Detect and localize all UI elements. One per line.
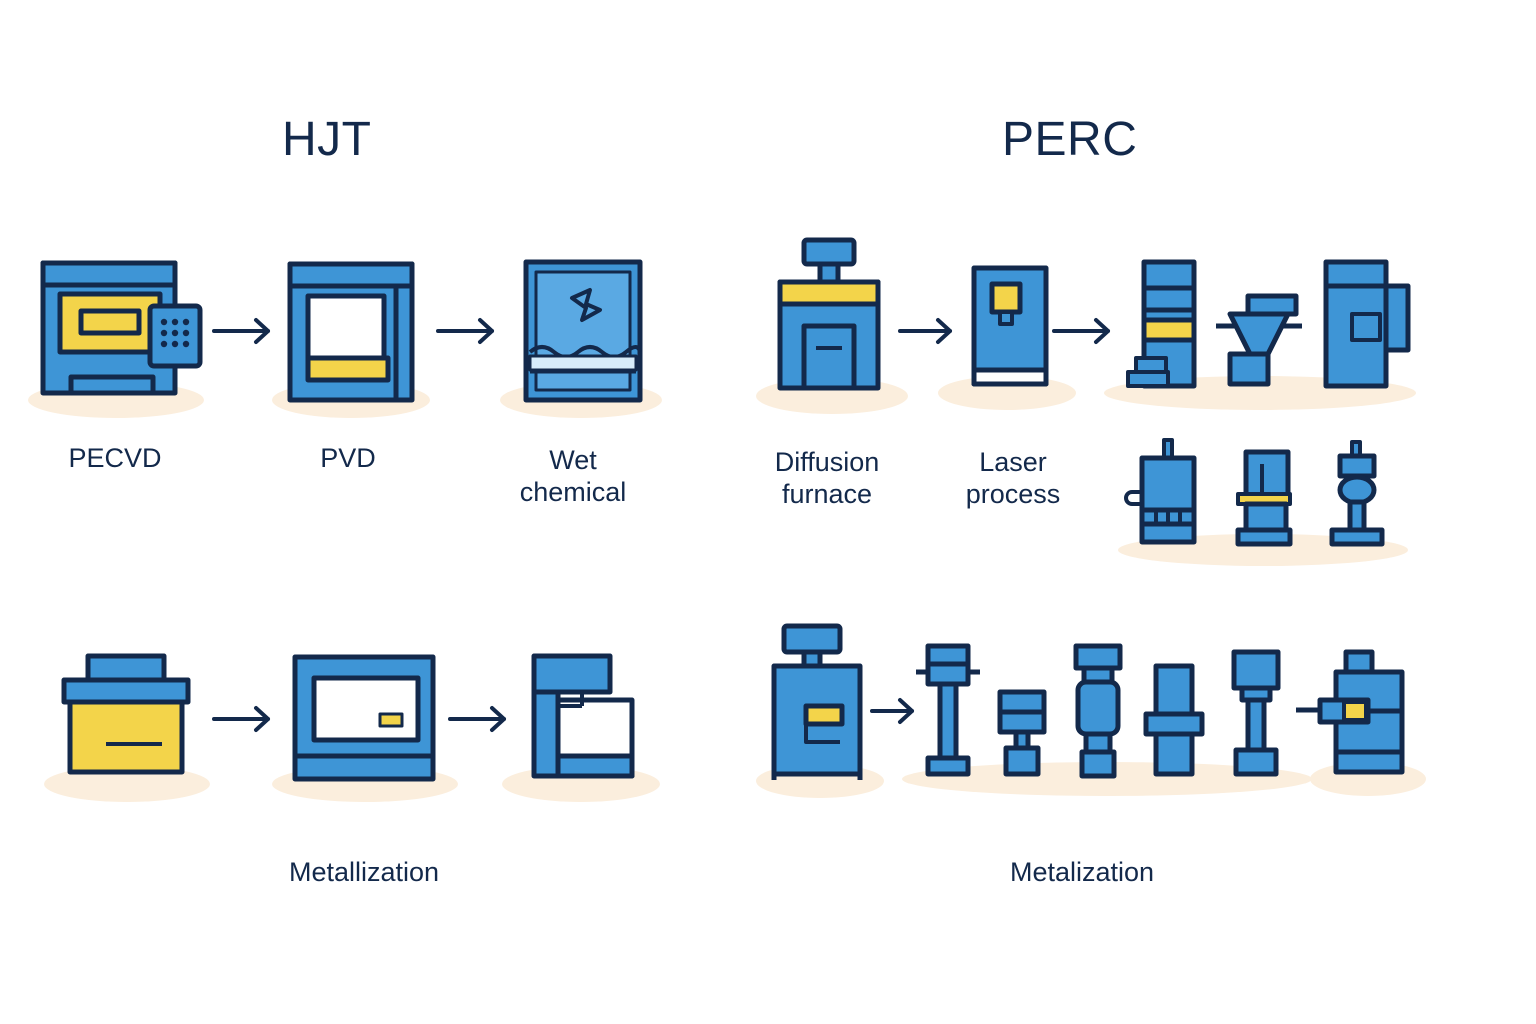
label-perc-metalization: Metalization — [1009, 857, 1155, 887]
label-laser-process: Laser process — [965, 447, 1061, 509]
right-arrow-icon — [436, 318, 494, 344]
tester-machine-icon — [1296, 649, 1405, 775]
curing-oven-icon — [531, 653, 635, 779]
right-arrow-icon — [212, 706, 270, 732]
label-diffusion-furnace: Diffusion furnace — [774, 447, 880, 509]
pvd-chamber-icon — [287, 261, 415, 403]
hopper-machine-icon — [1216, 293, 1302, 387]
sorting-column-icon — [1231, 649, 1281, 777]
firing-column-icon — [1073, 643, 1123, 779]
screen-printer-icon — [292, 654, 436, 782]
spray-unit-icon — [1329, 440, 1385, 547]
right-arrow-icon — [898, 318, 952, 344]
coating-unit-icon — [1124, 438, 1197, 545]
right-arrow-icon — [870, 698, 914, 724]
label-hjt-metallization: Metallization — [288, 857, 440, 887]
cooling-unit-icon — [1143, 663, 1205, 777]
hjt-title: HJT — [282, 113, 372, 166]
label-pvd: PVD — [320, 443, 376, 473]
metallization-station-icon — [61, 653, 191, 775]
label-pecvd: PECVD — [68, 443, 162, 473]
diffusion-furnace-icon — [777, 237, 881, 391]
label-wet-chemical: Wet chemical — [519, 445, 627, 507]
pecvd-machine-icon — [40, 260, 203, 396]
small-station-icon — [997, 689, 1047, 777]
cabinet-machine-icon — [1323, 259, 1411, 389]
wet-chemical-tank-icon — [523, 259, 643, 403]
right-arrow-icon — [448, 706, 506, 732]
drying-furnace-icon — [771, 623, 863, 780]
right-arrow-icon — [1052, 318, 1110, 344]
etching-tower-icon — [1126, 259, 1197, 389]
perc-title: PERC — [1002, 113, 1138, 166]
press-unit-icon — [1235, 449, 1293, 547]
laser-machine-icon — [971, 265, 1049, 387]
right-arrow-icon — [212, 318, 270, 344]
printing-station-icon — [916, 643, 980, 777]
